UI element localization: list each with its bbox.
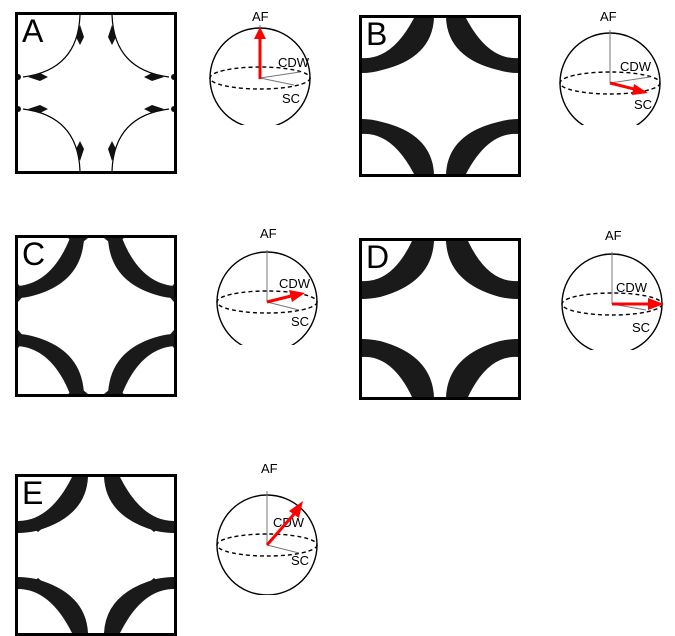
fermi-surface-a [18,15,174,171]
order-vector-arrow [648,298,664,310]
fermi-surface-d [362,241,518,397]
af-axis-label: AF [261,461,278,476]
sc-axis-label: SC [291,553,309,568]
cdw-axis-label: CDW [278,55,310,70]
cdw-axis-label: CDW [616,280,648,295]
panel-letter: E [22,475,44,511]
cdw-axis-label: CDW [279,276,311,291]
order-parameter-sphere-c: AF CDW SC [216,226,318,345]
sc-axis-label: SC [291,314,309,329]
af-axis-label: AF [600,9,617,24]
order-parameter-sphere-e: AF CDW SC [216,461,318,595]
fermi-surface-b [362,18,518,174]
fermi-surface-plot-b: B [359,15,521,177]
order-parameter-sphere-a: AF CDW SC [209,9,311,125]
af-axis-label: AF [252,9,269,24]
fermi-surface-plot-a: A [15,12,177,174]
cdw-axis-label: CDW [620,59,652,74]
fermi-surface-plot-c: C [15,235,177,397]
panel-letter: B [366,16,388,52]
panel-letter: A [22,13,44,49]
order-parameter-sphere-b: AF CDW SC [559,9,661,125]
sc-axis-label: SC [282,91,300,106]
order-vector-arrow [632,84,648,95]
panel-letter: C [22,236,46,272]
sc-axis-label: SC [634,97,652,112]
order-vector-arrow [289,290,305,302]
panel-letter: D [366,239,390,275]
fermi-surface-c [18,238,174,394]
fermi-surface-plot-d: D [359,238,521,400]
order-vector-arrow [254,27,266,39]
sc-axis-label: SC [632,320,650,335]
order-vector-arrow [289,501,303,518]
af-axis-label: AF [605,228,622,243]
af-axis-label: AF [260,226,277,241]
order-parameter-sphere-d: AF CDW SC [561,228,664,350]
cdw-axis-label: CDW [273,515,305,530]
fermi-surface-e [18,477,174,633]
fermi-surface-plot-e: E [15,474,177,636]
